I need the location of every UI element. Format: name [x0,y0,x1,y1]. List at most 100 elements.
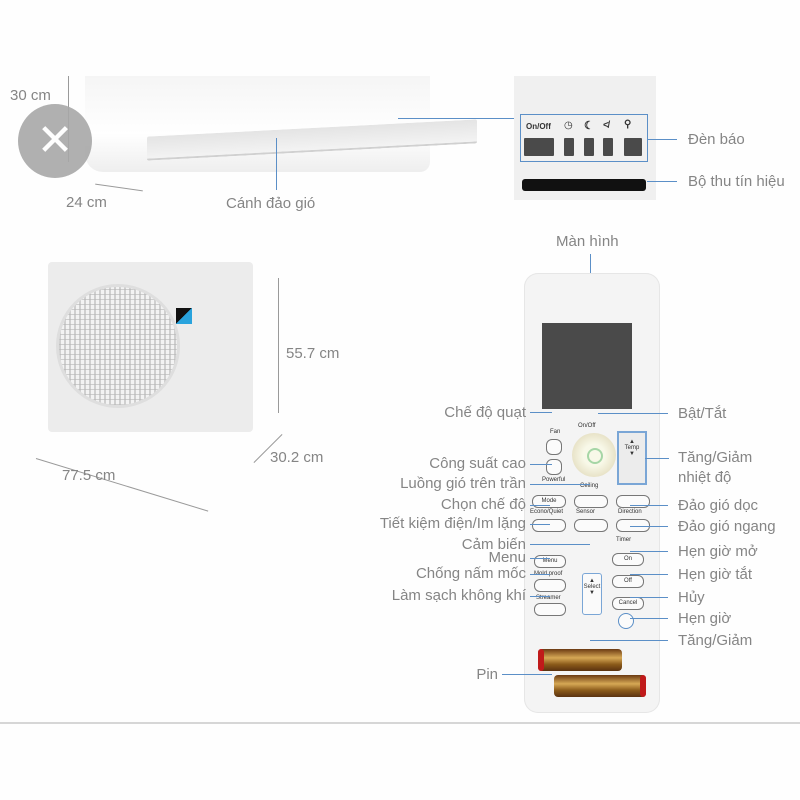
fan-grille [56,284,180,408]
label-ceiling-airflow: Luồng gió trên trần [400,475,526,492]
outdoor-height-label: 55.7 cm [286,345,340,362]
indoor-unit-image [85,76,477,172]
direction-vertical-button[interactable] [616,495,650,508]
power-button[interactable] [572,433,616,477]
fan-icon: ≮ [603,120,609,131]
label-temp: Tăng/Giảm nhiệt độ [678,449,753,486]
direction-button-label: Direction [618,509,642,515]
label-mold-proof: Chống nấm mốc [415,565,526,582]
leader-ceiling [530,484,590,485]
fan-button-label: Fan [550,429,561,435]
direction-horizontal-button[interactable] [616,519,650,532]
econo-button-label: Econo/Quiet [530,509,564,515]
divider [0,722,800,724]
onoff-led [524,138,554,156]
fan-led [603,138,613,156]
timer-on-button[interactable]: On [612,553,644,566]
label-onoff: Bật/Tắt [678,405,727,422]
label-streamer: Làm sạch không khí [391,587,526,604]
temp-button-label: Temp [624,445,640,451]
moon-icon: ☾ [584,120,594,132]
close-button[interactable]: ✕ [18,104,92,178]
label-timer-on: Hẹn giờ mở [678,543,758,560]
signal-receiver [522,179,646,191]
fan-button[interactable] [546,439,562,455]
indicator-panel: On/Off ◷ ☾ ≮ ⚲ [514,76,656,200]
streamer-button-label: Streamer [536,595,561,601]
panel-leader-line [398,118,516,119]
clock-icon: ◷ [564,120,573,131]
timer-led [564,138,574,156]
menu-button[interactable]: Menu [534,555,566,568]
powerful-button[interactable] [546,459,562,475]
leader-battery [502,674,552,675]
leader-streamer [530,596,550,597]
label-adjust: Tăng/Giảm [678,632,753,649]
temp-button[interactable]: ▲Temp▼ [617,431,647,485]
timer-off-button[interactable]: Off [612,575,644,588]
leader-onoff [598,413,668,414]
leader-cancel [630,597,668,598]
label-sensor: Cảm biến [461,536,526,553]
indicator-box [520,114,648,162]
leader-mold [530,574,550,575]
receiver-label: Bộ thu tín hiệu [688,173,785,190]
streamer-button[interactable] [534,603,566,616]
flap-label: Cánh đảo gió [226,195,316,212]
label-powerful: Công suất cao [429,455,526,472]
sleep-led [584,138,594,156]
label-econo-quiet: Tiết kiệm điện/Im lặng [379,515,526,532]
label-cancel: Hủy [678,589,705,606]
onoff-button-label: On/Off [578,423,596,429]
label-vertical-swing: Đảo gió dọc [678,497,759,514]
label-horizontal-swing: Đảo gió ngang [678,518,776,535]
label-fan-mode: Chế độ quạt [444,404,526,421]
timer-label: Timer [616,537,632,543]
label-mode-select: Chọn chế độ [440,496,526,513]
indoor-depth-dimension [95,183,143,192]
leader-timer-off [630,574,668,575]
select-button-label: Select [583,584,601,590]
leader-vertical-swing [630,505,668,506]
brand-logo [176,308,192,324]
mold-proof-button[interactable] [534,579,566,592]
flap-leader-line [276,138,277,190]
econo-quiet-button[interactable] [532,519,566,532]
leader-horizontal-swing [630,526,668,527]
mode-button[interactable]: Mode [532,495,566,508]
outdoor-width-label: 77.5 cm [62,467,116,484]
cancel-button[interactable]: Cancel [612,597,644,610]
outdoor-depth-label: 30.2 cm [270,449,324,466]
leader-powerful [530,464,552,465]
timer-button[interactable] [618,613,634,629]
indicator-leader-line [647,139,677,140]
label-timer-off: Hẹn giờ tắt [678,566,753,583]
leader-mode [530,505,550,506]
indoor-depth-label: 24 cm [66,194,107,211]
leader-sensor [530,544,590,545]
sensor-button[interactable] [574,519,608,532]
leader-fan-mode [530,412,552,413]
remote-screen [542,323,632,409]
screen-label: Màn hình [556,233,619,250]
indoor-height-label: 30 cm [10,87,51,104]
leader-econo [530,524,550,525]
label-battery: Pin [476,666,498,683]
leader-adjust [590,640,668,641]
battery-2 [554,675,646,697]
ceiling-button[interactable] [574,495,608,508]
outdoor-height-dimension [278,278,279,413]
onoff-indicator-text: On/Off [526,122,551,131]
label-menu: Menu [488,549,526,566]
remote-control: Fan Powerful On/Off ▲Temp▼ Ceiling Mode … [524,273,660,713]
close-icon: ✕ [36,116,74,165]
indicator-label: Đèn báo [688,131,745,148]
wifi-led [624,138,642,156]
ceiling-button-label: Ceiling [580,483,599,489]
outdoor-unit-image [48,262,253,432]
leader-menu [530,558,550,559]
select-button[interactable]: ▲Select▼ [582,573,602,615]
sensor-button-label: Sensor [576,509,596,515]
leader-temp [645,458,669,459]
powerful-button-label: Powerful [542,477,566,483]
